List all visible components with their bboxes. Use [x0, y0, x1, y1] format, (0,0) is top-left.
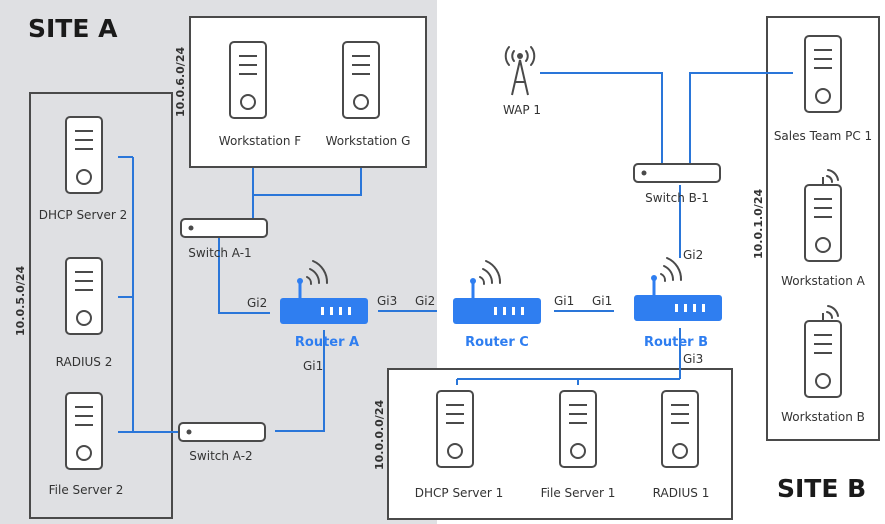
switch-a1-label: Switch A-1 — [188, 246, 251, 260]
router-c-label: Router C — [465, 335, 529, 350]
file-server-1-label: File Server 1 — [541, 486, 616, 500]
port-label-router-b-gi3: Gi3 — [683, 352, 703, 366]
radius-2-icon[interactable] — [65, 257, 103, 335]
port-label-router-b-gi2: Gi2 — [683, 248, 703, 262]
links — [118, 72, 793, 433]
switch-a1-icon[interactable] — [180, 218, 268, 238]
subnet-label-10-0-6: 10.0.6.0/24 — [174, 47, 187, 117]
site-b-label: SITE B — [777, 474, 866, 503]
subnet-label-10-0-0: 10.0.0.0/24 — [373, 400, 386, 470]
link-workstations-switch-a1 — [252, 168, 362, 196]
site-a-label: SITE A — [28, 14, 118, 43]
port-label-router-a-gi3: Gi3 — [377, 294, 397, 308]
subnet-label-10-0-1: 10.0.1.0/24 — [752, 189, 765, 259]
file-server-1-icon[interactable] — [559, 390, 597, 468]
port-label-router-b-gi1: Gi1 — [592, 294, 612, 308]
dhcp-server-2-label: DHCP Server 2 — [39, 208, 128, 222]
sales-team-pc-1-label: Sales Team PC 1 — [774, 129, 872, 143]
subnet-box-10-0-1 — [766, 16, 880, 441]
port-label-router-c-gi2: Gi2 — [415, 294, 435, 308]
workstation-b-label: Workstation B — [781, 410, 865, 424]
router-b-icon[interactable] — [632, 256, 724, 323]
wap-1-label: WAP 1 — [503, 103, 541, 117]
switch-a2-icon[interactable] — [178, 422, 266, 442]
link-router-a-switch-a2 — [275, 330, 325, 432]
file-server-2-icon[interactable] — [65, 392, 103, 470]
dhcp-server-2-icon[interactable] — [65, 116, 103, 194]
link-switch-a1-router-a — [218, 237, 270, 314]
link-switch-b1-wap-1 — [540, 72, 663, 163]
router-a-label: Router A — [295, 335, 359, 350]
workstation-a-label: Workstation A — [781, 274, 865, 288]
switch-b1-label: Switch B-1 — [645, 191, 709, 205]
sales-team-pc-1-icon[interactable] — [804, 35, 842, 113]
subnet-label-10-0-5: 10.0.5.0/24 — [14, 266, 27, 336]
workstation-f-icon[interactable] — [229, 41, 267, 119]
dhcp-server-1-label: DHCP Server 1 — [415, 486, 504, 500]
link-switch-b1-sales-pc — [689, 72, 793, 163]
workstation-a-icon[interactable] — [804, 169, 842, 262]
router-b-label: Router B — [644, 335, 708, 350]
radius-1-icon[interactable] — [661, 390, 699, 468]
dhcp-server-1-icon[interactable] — [436, 390, 474, 468]
workstation-g-label: Workstation G — [326, 134, 411, 148]
workstation-g-icon[interactable] — [342, 41, 380, 119]
router-c-icon[interactable] — [451, 259, 543, 326]
port-label-router-a-gi2: Gi2 — [247, 296, 267, 310]
switch-a2-label: Switch A-2 — [189, 449, 252, 463]
workstation-f-label: Workstation F — [219, 134, 301, 148]
port-label-router-a-gi1: Gi1 — [303, 359, 323, 373]
file-server-2-label: File Server 2 — [49, 483, 124, 497]
radius-2-label: RADIUS 2 — [56, 355, 113, 369]
subnet-box-10-0-5 — [29, 92, 173, 519]
switch-b1-icon[interactable] — [633, 163, 721, 183]
workstation-b-icon[interactable] — [804, 305, 842, 398]
radius-1-label: RADIUS 1 — [653, 486, 710, 500]
port-label-router-c-gi1: Gi1 — [554, 294, 574, 308]
wap-1-icon[interactable] — [504, 46, 536, 96]
